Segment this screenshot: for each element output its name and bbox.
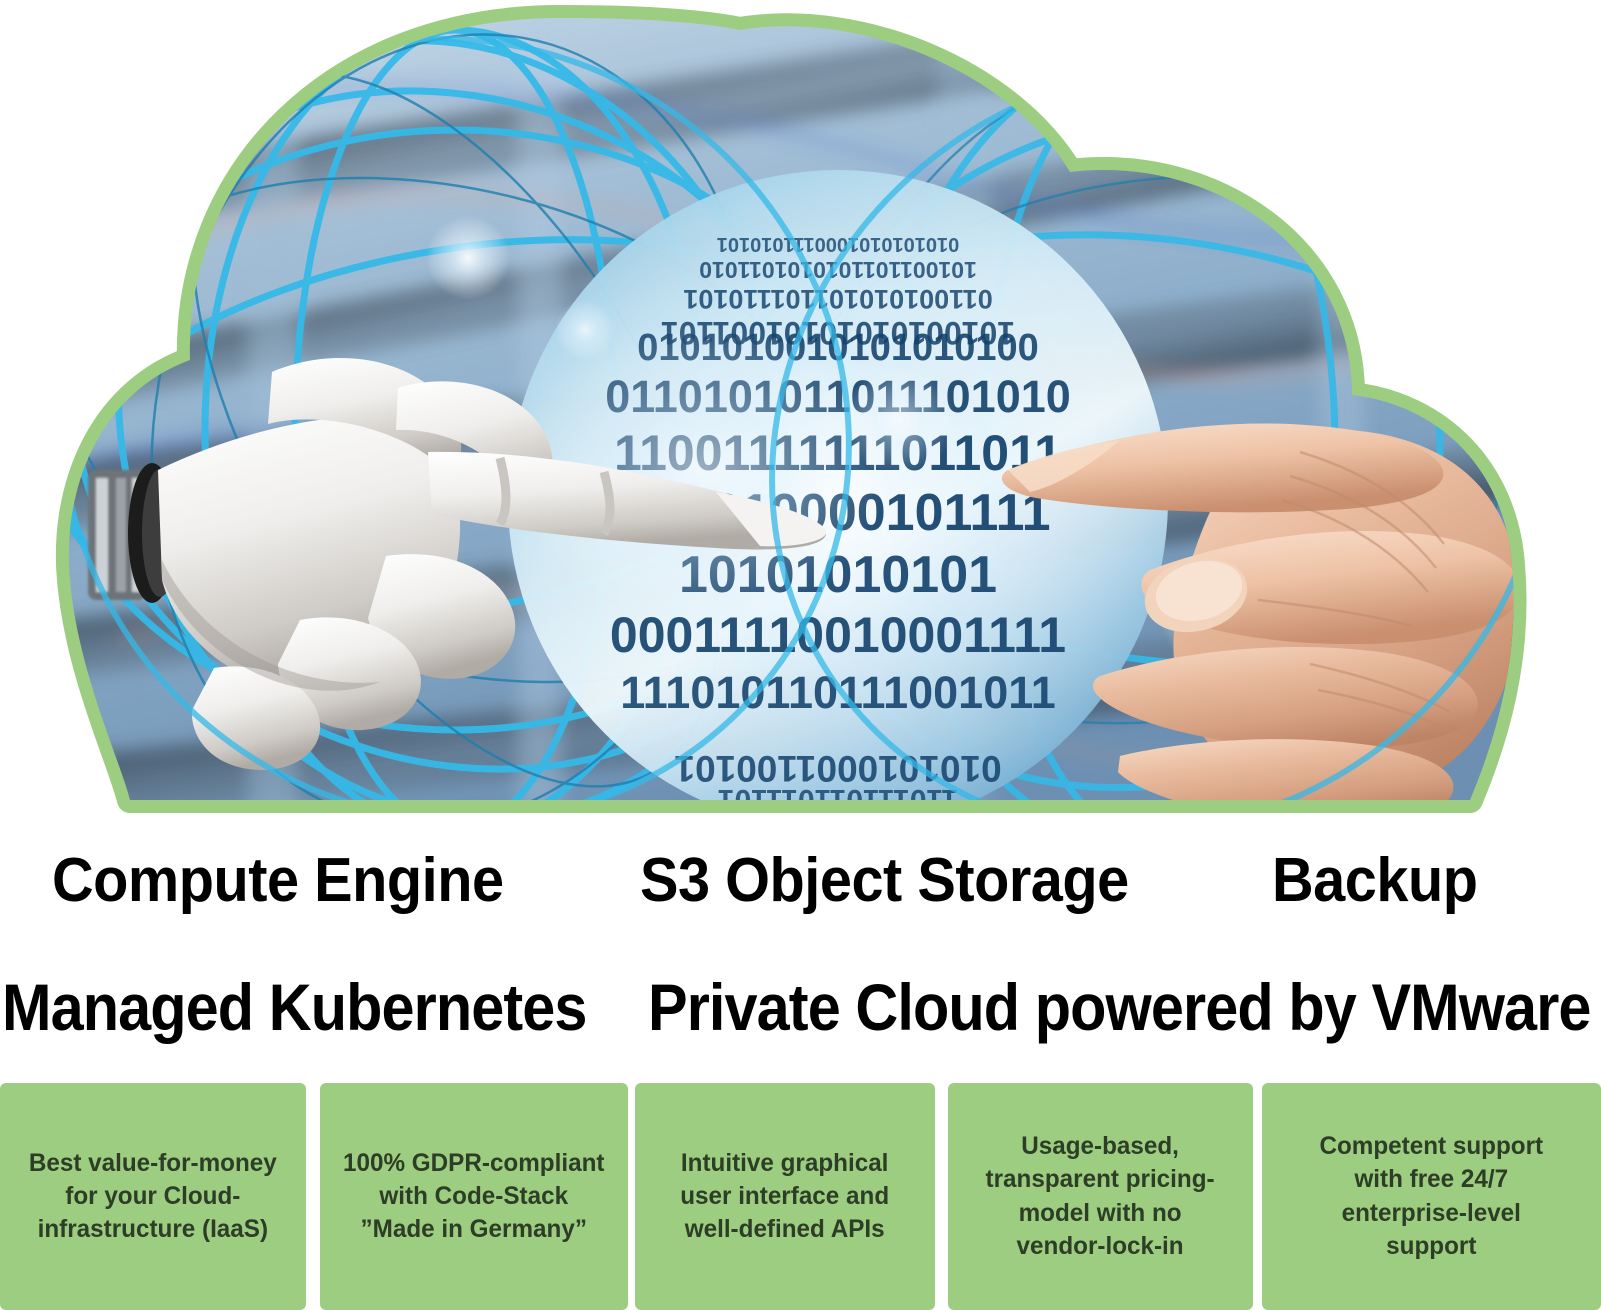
- svg-text:011001010101101110101: 011001010101101110101: [683, 284, 992, 314]
- heading-compute-engine: Compute Engine: [52, 846, 504, 915]
- svg-text:111010110111001011: 111010110111001011: [620, 667, 1056, 718]
- svg-text:0101010001100101: 0101010001100101: [674, 748, 1001, 789]
- cloud-illustration: 0101010101000111010101 10100110110101010…: [0, 0, 1601, 822]
- heading-managed-kubernetes: Managed Kubernetes: [2, 970, 587, 1044]
- robot-hand: [88, 358, 827, 770]
- feature-text: Intuitive graphical user interface and w…: [680, 1148, 890, 1244]
- feature-text: Usage-based, transparent pricing- model …: [985, 1132, 1216, 1260]
- cloud-hero-graphic: 0101010101000111010101 10100110110101010…: [0, 0, 1601, 822]
- heading-s3-object-storage: S3 Object Storage: [640, 846, 1129, 915]
- feature-box-row: Best value-for-money for your Cloud- inf…: [0, 1083, 1601, 1310]
- feature-text: Competent support with free 24/7 enterpr…: [1319, 1132, 1544, 1260]
- feature-text: Best value-for-money for your Cloud- inf…: [29, 1148, 277, 1244]
- cloud-photo-content: 0101010101000111010101 10100110110101010…: [68, 18, 1514, 816]
- svg-text:110111011011101: 110111011011101: [718, 783, 958, 816]
- feature-box-pricing-model: Usage-based, transparent pricing- model …: [948, 1083, 1253, 1310]
- heading-backup: Backup: [1272, 846, 1478, 915]
- feature-box-value-for-money: Best value-for-money for your Cloud- inf…: [0, 1083, 306, 1310]
- service-headings: Compute Engine S3 Object Storage Backup …: [0, 822, 1601, 1080]
- svg-text:0101010101000111010101: 0101010101000111010101: [717, 233, 960, 255]
- feature-box-gdpr-compliant: 100% GDPR-compliant with Code-Stack ”Mad…: [320, 1083, 628, 1310]
- feature-box-gui-and-apis: Intuitive graphical user interface and w…: [635, 1083, 935, 1310]
- human-hand: [1001, 423, 1514, 800]
- heading-private-cloud-vmware: Private Cloud powered by VMware: [648, 970, 1591, 1044]
- feature-box-support: Competent support with free 24/7 enterpr…: [1262, 1083, 1601, 1310]
- feature-text: 100% GDPR-compliant with Code-Stack ”Mad…: [343, 1148, 605, 1244]
